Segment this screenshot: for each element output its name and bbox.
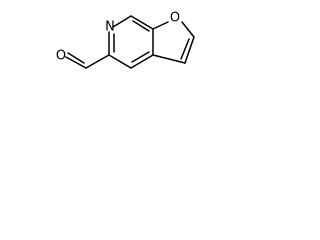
pyridine-nitrogen-label: N — [105, 20, 115, 35]
bond-c2-c3-inner — [180, 38, 190, 60]
bond-o1-c2 — [181, 21, 195, 38]
bond-cho-o-second — [67, 52, 85, 64]
structure-svg: O N O — [56, 11, 195, 69]
furan-oxygen-label: O — [170, 11, 180, 26]
bond-c5-cho — [85, 54, 110, 69]
aldehyde-oxygen-label: O — [56, 49, 66, 64]
bond-c4-c5 — [108, 54, 132, 69]
bond-c3-c3a — [152, 54, 186, 64]
bond-cho-o — [65, 56, 87, 69]
bond-c3a-c4-inner — [131, 51, 150, 63]
bond-c3a-c4 — [130, 54, 154, 69]
bond-c2-c3 — [184, 36, 195, 64]
structure-diagram: O N O — [0, 0, 212, 88]
bond-c7a-o1 — [152, 21, 169, 30]
bond-c7-c7a-inner — [132, 20, 150, 32]
bond-c7-c7a — [130, 15, 154, 30]
bond-n-c7 — [112, 15, 132, 28]
